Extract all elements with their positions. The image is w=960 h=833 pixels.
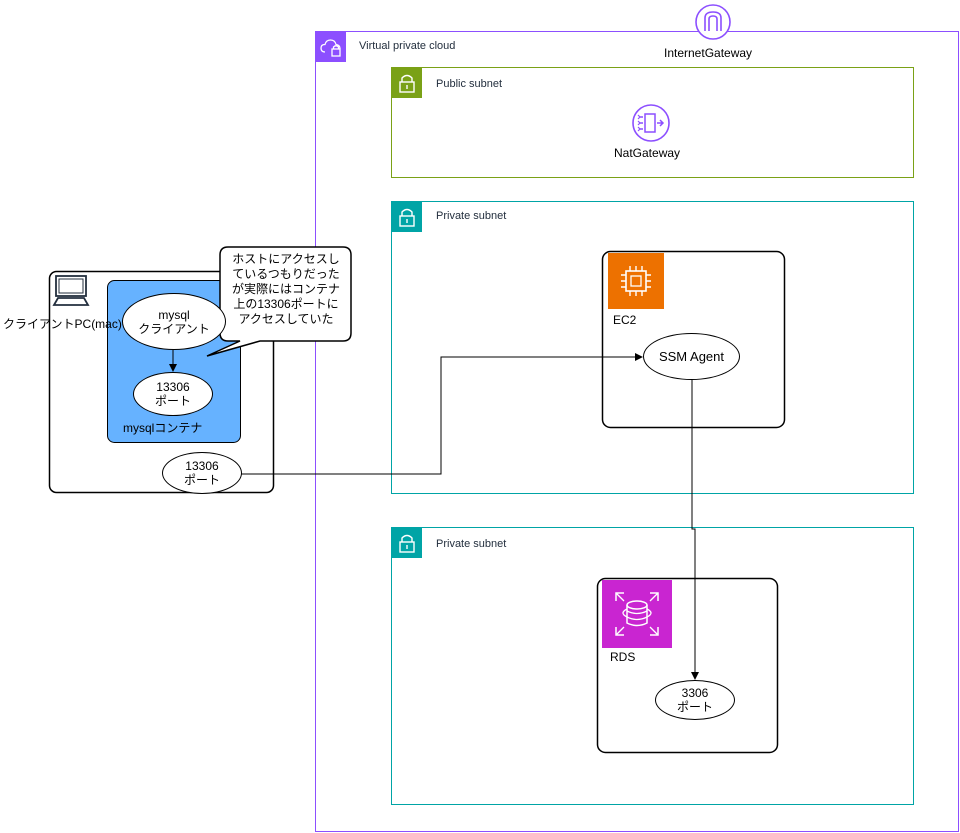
rds-port-node: 3306 ポート bbox=[655, 680, 735, 720]
edge-host-port-to-ssm-agent bbox=[241, 353, 643, 475]
callout-line-1: ホストにアクセスし bbox=[232, 252, 340, 266]
ec2-label: EC2 bbox=[613, 313, 637, 327]
vpc-boundary bbox=[315, 31, 959, 832]
padlock-icon bbox=[399, 74, 415, 93]
padlock-icon bbox=[399, 534, 415, 553]
rds-database-icon bbox=[615, 592, 659, 636]
public-subnet-label: Public subnet bbox=[436, 78, 503, 90]
vpc-label: Virtual private cloud bbox=[359, 40, 456, 52]
cloud-lock-icon bbox=[320, 39, 341, 57]
mysql-client-line1: mysql bbox=[158, 307, 190, 322]
rds-port-text: ポート bbox=[676, 700, 713, 714]
callout-line-4: 上の13306ポートに bbox=[233, 297, 339, 311]
private-subnet-1-badge bbox=[392, 202, 422, 232]
private-subnet-1-label: Private subnet bbox=[436, 210, 507, 222]
ssm-agent-node: SSM Agent bbox=[643, 333, 740, 380]
callout-line-3: が実際にはコンテナ bbox=[231, 282, 340, 296]
container-port-number: 13306 bbox=[156, 380, 190, 394]
rds-port-number: 3306 bbox=[681, 686, 709, 700]
mysql-client-node: mysql クライアント bbox=[122, 293, 226, 350]
private-subnet-2-label: Private subnet bbox=[436, 538, 507, 550]
public-subnet-boundary bbox=[391, 67, 914, 178]
nat-gateway-label: NatGateway bbox=[614, 146, 681, 160]
private-subnet-2-boundary bbox=[391, 527, 914, 805]
callout-bubble bbox=[206, 246, 352, 357]
callout-text: ホストにアクセスし ているつもりだった が実際にはコンテナ 上の13306ポート… bbox=[222, 252, 350, 327]
container-port-text: ポート bbox=[154, 394, 191, 408]
rds-icon-tile bbox=[602, 580, 672, 648]
ec2-icon-tile bbox=[608, 253, 664, 309]
mysql-client-line2: クライアント bbox=[138, 321, 210, 336]
nat-gateway-icon bbox=[632, 104, 670, 142]
edge-ssm-agent-to-rds-port bbox=[691, 380, 699, 680]
rds-label: RDS bbox=[610, 650, 636, 664]
host-port-number: 13306 bbox=[185, 459, 219, 473]
internet-gateway-icon bbox=[695, 4, 731, 40]
ssm-agent-label: SSM Agent bbox=[658, 348, 725, 364]
container-port-node: 13306 ポート bbox=[133, 372, 213, 416]
callout-line-5: アクセスしていた bbox=[238, 312, 334, 326]
padlock-icon bbox=[399, 208, 415, 227]
callout-line-2: ているつもりだった bbox=[232, 267, 340, 281]
computer-icon bbox=[52, 275, 90, 306]
host-port-node: 13306 ポート bbox=[162, 452, 242, 494]
ec2-chip-icon bbox=[621, 266, 651, 296]
private-subnet-2-badge bbox=[392, 528, 422, 558]
private-subnet-1-boundary bbox=[391, 201, 914, 494]
mysql-container-label: mysqlコンテナ bbox=[123, 421, 203, 435]
internet-gateway-label: InternetGateway bbox=[664, 46, 753, 60]
public-subnet-badge bbox=[392, 68, 422, 98]
client-pc-label: クライアントPC(mac) bbox=[3, 317, 122, 331]
vpc-badge bbox=[316, 32, 346, 62]
host-port-text: ポート bbox=[183, 473, 220, 487]
